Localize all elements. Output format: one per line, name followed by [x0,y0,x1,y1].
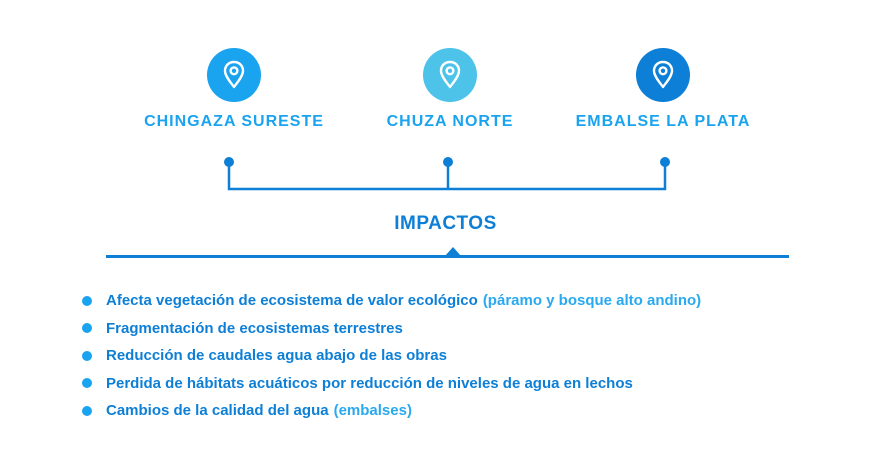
list-item: Afecta vegetación de ecosistema de valor… [82,287,701,315]
list-item: Cambios de la calidad del agua (embalses… [82,397,701,425]
item-highlight: (páramo y bosque alto andino) [482,292,702,310]
impacts-list: Afecta vegetación de ecosistema de valor… [82,287,701,425]
location-chuza-norte: CHUZA NORTE [330,48,570,131]
bullet-icon [82,378,92,389]
bullet-icon [82,350,92,361]
bullet-icon [82,295,92,306]
bracket-connector [224,157,670,191]
location-pin-badge [423,48,477,102]
map-pin-icon [223,60,245,89]
map-pin-icon [652,60,674,89]
item-highlight: (embalses) [333,402,412,420]
pointer-triangle [445,247,461,256]
item-text: Perdida de hábitats acuáticos por reducc… [106,374,633,392]
item-text: Cambios de la calidad del agua [106,402,329,420]
list-item: Perdida de hábitats acuáticos por reducc… [82,370,701,398]
location-embalse-la-plata: EMBALSE LA PLATA [543,48,783,131]
location-pin-badge [207,48,261,102]
location-chingaza-sureste: CHINGAZA SURESTE [114,48,354,131]
item-text: Fragmentación de ecosistemas terrestres [106,319,403,337]
bullet-icon [82,405,92,416]
impacts-title: IMPACTOS [394,213,497,234]
location-pin-badge [636,48,690,102]
item-text: Reducción de caudales agua abajo de las … [106,347,447,365]
item-text: Afecta vegetación de ecosistema de valor… [106,292,478,310]
location-label: EMBALSE LA PLATA [575,113,751,130]
map-pin-icon [439,60,461,89]
list-item: Reducción de caudales agua abajo de las … [82,342,701,370]
list-item: Fragmentación de ecosistemas terrestres [82,315,701,343]
divider-line [106,255,789,258]
location-label: CHINGAZA SURESTE [144,113,324,130]
bullet-icon [82,323,92,334]
location-label: CHUZA NORTE [386,113,514,130]
